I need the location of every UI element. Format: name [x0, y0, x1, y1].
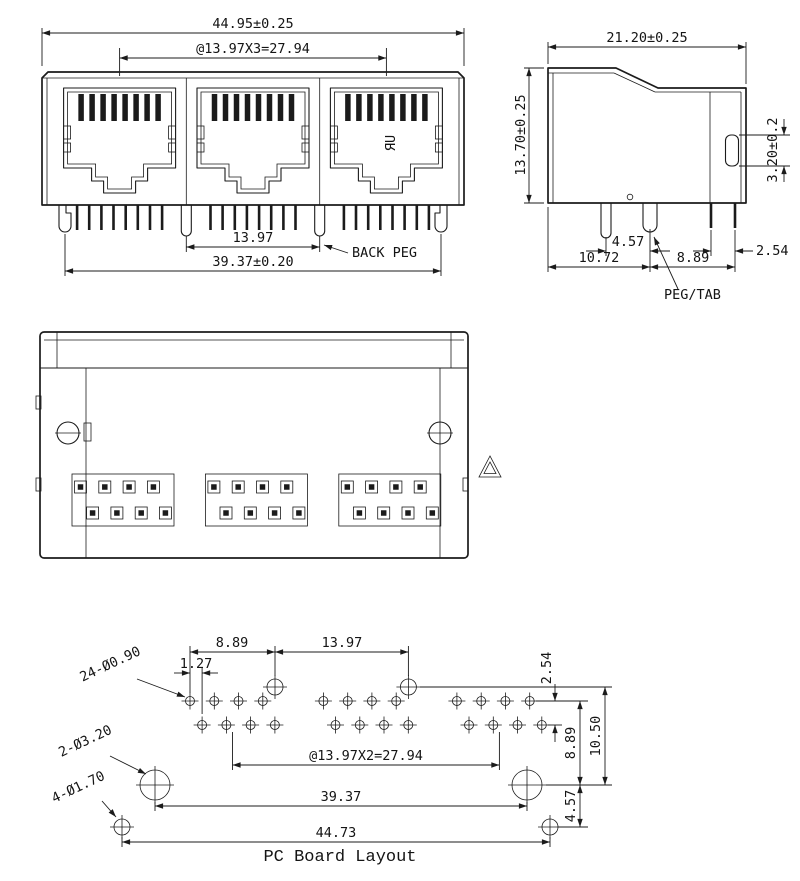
dim-height: 13.70±0.25: [513, 67, 544, 204]
dim-peg-pitch-pcb-text: 13.97: [322, 635, 363, 651]
dim-row-stagger: 1.27: [174, 656, 218, 714]
dim-overall-width-text: 44.95±0.25: [212, 16, 293, 32]
dim-pin-to-peg-text: 8.89: [216, 635, 249, 651]
peg-holes: [262, 674, 421, 700]
front-view: ЯU 44.95±0.25 @13.97X3=27.94 13.97 BACK …: [41, 16, 465, 276]
mount-holes-label: 4-Ø1.70: [49, 768, 107, 807]
dim-pin-span-text: 39.37±0.20: [212, 254, 293, 270]
back-peg-callout: BACK PEG: [323, 244, 417, 261]
bottom-peg-boss-right: [427, 421, 453, 445]
dim-tab-height: 3.20±0.2: [739, 117, 790, 183]
dim-mount-to-hole: 4.57: [558, 785, 588, 828]
dim-group-pitch-text: @13.97X2=27.94: [309, 748, 423, 764]
peg-tab-label: PEG/TAB: [664, 287, 721, 303]
shield-tab-left: [58, 204, 72, 233]
side-tab-slot: [724, 134, 740, 167]
dim-mount-to-hole-text: 4.57: [563, 790, 579, 823]
dim-depth-text: 21.20±0.25: [606, 30, 687, 46]
side-body-outline: [547, 67, 747, 204]
dim-overall-width: 44.95±0.25: [41, 16, 465, 66]
dim-pin-span: 39.37±0.20: [64, 234, 442, 276]
rj45-port-2: [197, 88, 309, 193]
dim-outer-span: 44.73: [121, 825, 551, 847]
pcb-layout-caption: PC Board Layout: [263, 848, 416, 867]
dim-depth: 21.20±0.25: [547, 30, 747, 84]
dim-back-peg-pitch: 13.97: [185, 230, 321, 252]
dim-tab-to-pins-text: 8.89: [677, 250, 710, 266]
dim-row-pitch-pcb-text: 2.54: [539, 652, 555, 685]
dim-peg-to-mount-text: 10.50: [588, 716, 604, 757]
pin-block-1: [71, 473, 175, 527]
peg-tab-callout: PEG/TAB: [653, 236, 721, 303]
dim-tab-to-pins: 8.89: [650, 230, 736, 272]
dim-back-peg-pitch-text: 13.97: [233, 230, 274, 246]
pin-holes-callout: 24-Ø0.90: [77, 643, 186, 698]
back-peg-left: [180, 204, 192, 237]
bottom-view: [35, 331, 502, 559]
dim-mount-span: 39.37: [154, 789, 528, 811]
pin-block-2: [204, 473, 308, 527]
dim-tab-height-text: 3.20±0.2: [765, 117, 781, 182]
dim-group-pitch: @13.97X2=27.94: [232, 732, 500, 770]
dim-port-pitch: @13.97X3=27.94: [119, 41, 387, 76]
dim-row-pitch-pcb: 2.54: [536, 652, 588, 742]
side-peg-tab: [642, 203, 658, 233]
side-view: 21.20±0.25 13.70±0.25 3.20±0.2 4.57 10.7…: [513, 30, 790, 303]
front-pins: [75, 203, 431, 232]
dim-edge-to-tab-text: 10.72: [579, 250, 620, 266]
dim-pin-pitch-side: 2.54: [693, 230, 789, 259]
bottom-peg-boss-left: [55, 421, 81, 445]
pcb-layout: 8.89 13.97 1.27 24-Ø0.90 2-Ø3.20 4-Ø1.70…: [49, 635, 612, 867]
peg-holes-callout: 2-Ø3.20: [56, 722, 147, 775]
dim-row-stagger-text: 1.27: [180, 656, 213, 672]
dim-pin-pitch-side-text: 2.54: [756, 243, 789, 259]
dim-peg-pitch-pcb: 13.97: [275, 635, 409, 676]
bottom-body-outline: [39, 331, 469, 559]
dim-mount-span-text: 39.37: [321, 789, 362, 805]
dim-peg-to-tab-text: 4.57: [612, 234, 645, 250]
shield-tab-right: [434, 204, 448, 233]
pin-holes-label: 24-Ø0.90: [77, 643, 143, 685]
back-peg-right: [314, 204, 326, 237]
dim-port-pitch-text: @13.97X3=27.94: [196, 41, 310, 57]
rj45-port-1: [64, 88, 176, 193]
dim-peg-to-mount: 10.50: [420, 686, 612, 785]
dim-row-to-mount-text: 8.89: [563, 727, 579, 760]
mount-holes-callout: 4-Ø1.70: [49, 768, 117, 818]
peg-holes-label: 2-Ø3.20: [56, 722, 114, 761]
ul-recognized-mark: ЯU: [383, 135, 399, 151]
side-back-peg: [600, 203, 612, 239]
back-peg-label: BACK PEG: [352, 245, 417, 261]
pin-holes: [181, 692, 551, 734]
dim-height-text: 13.70±0.25: [513, 94, 529, 175]
dim-edge-to-tab: 10.72: [547, 207, 650, 272]
note-triangle-marker: [478, 455, 502, 478]
pin-block-3: [338, 473, 442, 527]
dim-outer-span-text: 44.73: [316, 825, 357, 841]
rivet-dot: [626, 193, 634, 201]
